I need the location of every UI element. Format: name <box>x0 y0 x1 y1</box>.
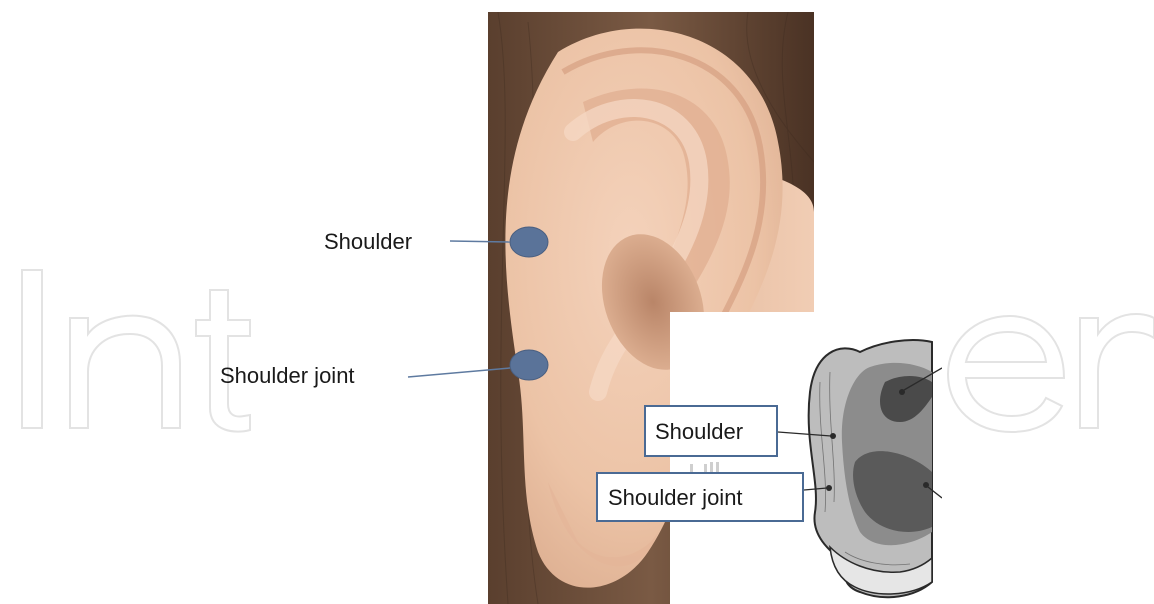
label-shoulder-joint: Shoulder joint <box>220 363 355 389</box>
oval-marker-icon <box>510 350 548 380</box>
inset-label-shoulder-text: Shoulder <box>655 419 743 444</box>
inset-label-shoulder: Shoulder <box>644 405 778 457</box>
ear-drawing <box>670 312 942 604</box>
oval-marker-icon <box>510 227 548 257</box>
inset-panel <box>670 312 942 604</box>
label-shoulder: Shoulder <box>324 229 412 255</box>
inset-label-shoulder-joint-text: Shoulder joint <box>608 485 743 510</box>
inset-label-shoulder-joint: Shoulder joint <box>596 472 804 522</box>
